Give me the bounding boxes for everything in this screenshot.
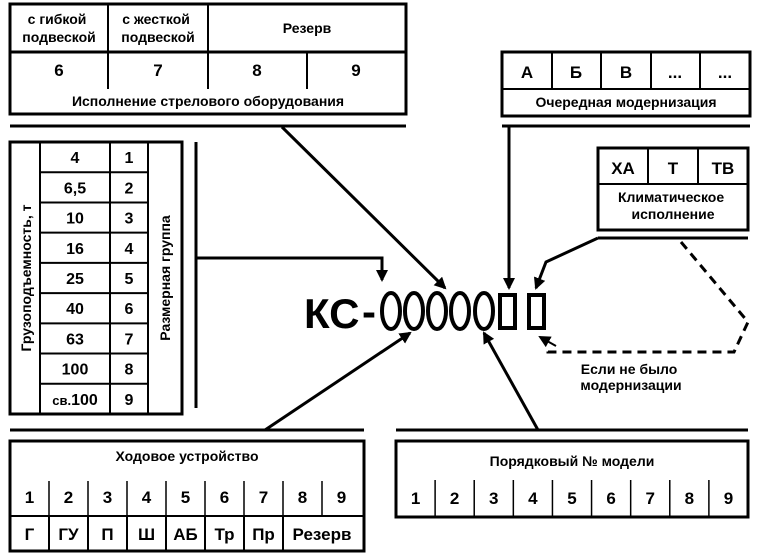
size-group-value: 4 <box>125 241 134 258</box>
climate-cell: Т <box>668 159 679 178</box>
serial-number: 4 <box>528 489 538 508</box>
model-slot-box <box>498 293 517 330</box>
model-designation: КС - <box>304 288 546 337</box>
arrow-size-group <box>196 256 388 282</box>
chassis-code: АБ <box>173 525 198 544</box>
serial-number: 6 <box>606 489 615 508</box>
size-group-value: 7 <box>125 331 134 348</box>
model-slot-oval <box>449 291 471 331</box>
chassis-number: 4 <box>142 488 152 507</box>
boom-header-rigid: с жесткой подвеской <box>121 11 195 45</box>
arrow-chassis <box>264 331 412 432</box>
boom-equipment-table: с гибкой подвеской с жесткой подвеской Р… <box>8 2 408 128</box>
chassis-number: 3 <box>103 488 112 507</box>
climate-cell: ТВ <box>712 159 735 178</box>
capacity-value: 6,5 <box>64 180 86 197</box>
serial-number: 9 <box>724 489 733 508</box>
capacity-value: 16 <box>66 241 84 258</box>
boom-number: 8 <box>252 61 261 80</box>
serial-number: 1 <box>411 489 420 508</box>
arrow-boom <box>280 125 447 290</box>
size-group-value: 6 <box>125 301 134 318</box>
serial-number: 8 <box>685 489 694 508</box>
chassis-code: ГУ <box>58 525 79 544</box>
capacity-axis-label: Грузоподъемность, т <box>18 204 34 351</box>
modernization-cell: ... <box>668 63 682 82</box>
chassis-code: Пр <box>252 525 275 544</box>
chassis-number: 5 <box>181 488 190 507</box>
serial-number: 7 <box>645 489 654 508</box>
size-group-label: Размерная группа <box>157 215 173 341</box>
capacity-value: 10 <box>66 211 84 228</box>
model-slot-oval <box>473 291 495 331</box>
size-group-value: 2 <box>125 180 134 197</box>
chassis-number: 8 <box>298 488 307 507</box>
connectors <box>196 125 750 432</box>
modernization-table: А Б В ... ... Очередная модернизация <box>500 50 752 128</box>
model-slot-box <box>527 293 546 330</box>
capacity-value: 100 <box>62 362 89 379</box>
chassis-table: Ходовое устройство 1 2 3 4 5 6 7 8 9 Г ГУ П Ш АБ Тр Пр… <box>8 428 366 553</box>
arrow-no-modernization <box>538 336 557 348</box>
dashed-no-modernization <box>546 241 750 354</box>
serial-number: 2 <box>450 489 459 508</box>
size-group-value: 9 <box>125 392 134 409</box>
boom-number: 6 <box>54 61 63 80</box>
chassis-number: 9 <box>337 488 346 507</box>
climate-caption: Климатическое исполнение <box>618 189 728 222</box>
no-modernization-note: Если не было модернизации <box>580 361 681 393</box>
chassis-number: 6 <box>220 488 229 507</box>
modernization-cell: Б <box>570 63 582 82</box>
model-slot-oval <box>426 291 448 331</box>
capacity-value: 25 <box>66 271 84 288</box>
modernization-cell: А <box>521 63 533 82</box>
boom-number: 9 <box>351 61 360 80</box>
capacity-value: 63 <box>66 331 84 348</box>
boom-caption: Исполнение стрелового оборудования <box>72 93 344 109</box>
chassis-code: Резерв <box>293 525 352 544</box>
size-group-value: 1 <box>125 150 134 167</box>
serial-number: 5 <box>567 489 576 508</box>
capacity-value: 40 <box>66 301 84 318</box>
arrow-climate <box>533 236 599 290</box>
chassis-number: 1 <box>25 488 34 507</box>
capacity-value: 4 <box>71 150 80 167</box>
model-prefix: КС <box>304 290 359 337</box>
chassis-code: Ш <box>138 525 155 544</box>
boom-number: 7 <box>153 61 162 80</box>
modernization-cell: ... <box>718 63 732 82</box>
chassis-code: Г <box>25 525 35 544</box>
chassis-title: Ходовое устройство <box>115 448 258 464</box>
model-slot-oval <box>380 291 402 331</box>
size-group-value: 8 <box>125 362 134 379</box>
serial-number: 3 <box>489 489 498 508</box>
serial-title: Порядковый № модели <box>490 453 655 469</box>
size-group-value: 3 <box>125 211 134 228</box>
model-slot-oval <box>403 291 425 331</box>
serial-table: Порядковый № модели 1 2 3 4 5 6 7 8 9 <box>394 428 750 519</box>
climate-cell: ХА <box>611 159 635 178</box>
size-group-value: 5 <box>125 271 134 288</box>
climate-table: ХА Т ТВ Климатическое исполнение <box>596 146 750 240</box>
boom-header-flexible: с гибкой подвеской <box>22 11 96 45</box>
capacity-value: св.100 <box>52 392 98 409</box>
chassis-number: 2 <box>64 488 73 507</box>
chassis-code: Тр <box>214 525 234 544</box>
model-dash: - <box>362 288 376 335</box>
arrow-serial <box>482 331 540 431</box>
boom-header-reserve: Резерв <box>283 20 332 36</box>
chassis-number: 7 <box>259 488 268 507</box>
modernization-cell: В <box>620 63 632 82</box>
chassis-code: П <box>101 525 113 544</box>
modernization-caption: Очередная модернизация <box>535 94 716 110</box>
